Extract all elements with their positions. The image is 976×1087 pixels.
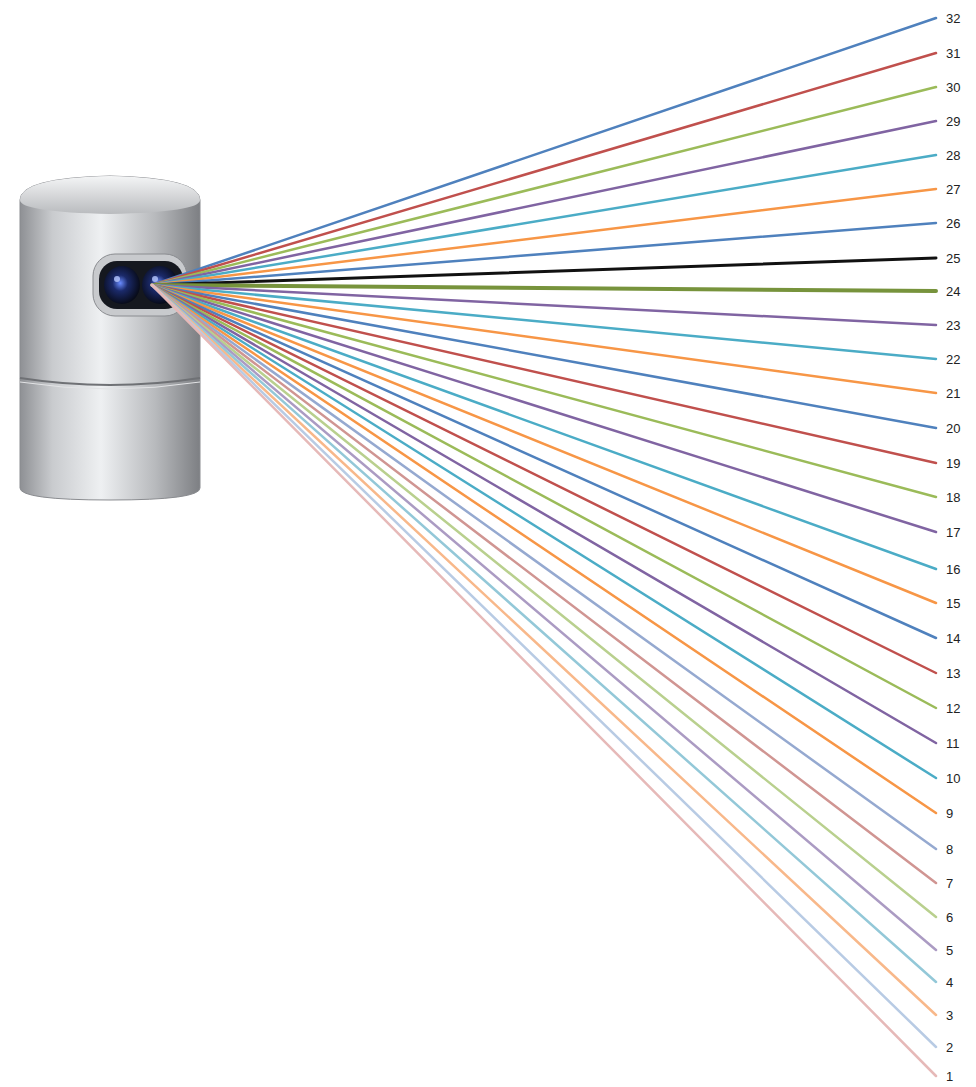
- channel-number: 14: [946, 631, 960, 646]
- laser-beam: [152, 285, 936, 428]
- channel-number: 12: [946, 701, 960, 716]
- channel-number: 11: [946, 736, 960, 751]
- laser-beam: [152, 285, 936, 673]
- laser-beam: [152, 121, 936, 285]
- channel-number: 16: [946, 562, 960, 577]
- channel-number: 23: [946, 318, 960, 333]
- channel-number: 29: [946, 114, 960, 129]
- laser-beams: [152, 18, 936, 1076]
- channel-number: 15: [946, 596, 960, 611]
- channel-number: 13: [946, 666, 960, 681]
- channel-number: 3: [946, 1008, 953, 1023]
- laser-beam: [152, 285, 936, 950]
- laser-beam: [152, 285, 936, 982]
- lidar-device: [20, 176, 200, 500]
- channel-number: 18: [946, 490, 960, 505]
- laser-beam: [152, 285, 936, 849]
- channel-number: 4: [946, 975, 953, 990]
- laser-beam: [152, 223, 936, 285]
- channel-number: 17: [946, 525, 960, 540]
- channel-number: 27: [946, 182, 960, 197]
- channel-number: 28: [946, 148, 960, 163]
- channel-number: 5: [946, 943, 953, 958]
- laser-beam: [152, 285, 936, 743]
- laser-beam: [152, 87, 936, 285]
- channel-number: 31: [946, 46, 960, 61]
- channel-number: 8: [946, 842, 953, 857]
- channel-number: 25: [946, 251, 960, 266]
- laser-beam: [152, 285, 936, 325]
- laser-beam: [152, 18, 936, 285]
- laser-beam: [152, 285, 936, 569]
- laser-beam: [152, 285, 936, 1076]
- channel-number: 32: [946, 11, 960, 26]
- laser-beam: [152, 285, 936, 532]
- laser-beam: [152, 155, 936, 285]
- laser-beam: [152, 258, 936, 285]
- laser-beam: [152, 285, 936, 883]
- laser-beam: [152, 285, 936, 1015]
- channel-number: 30: [946, 80, 960, 95]
- laser-beam: [152, 285, 936, 603]
- channel-number: 10: [946, 771, 960, 786]
- channel-number: 1: [946, 1069, 953, 1084]
- laser-beam: [152, 285, 936, 917]
- laser-beam: [152, 285, 936, 778]
- laser-beam: [152, 53, 936, 285]
- laser-beam: [152, 285, 936, 708]
- channel-number: 6: [946, 910, 953, 925]
- channel-number: 20: [946, 421, 960, 436]
- channel-number: 21: [946, 386, 960, 401]
- channel-number: 19: [946, 456, 960, 471]
- channel-number: 7: [946, 876, 953, 891]
- channel-number: 26: [946, 216, 960, 231]
- channel-number: 22: [946, 352, 960, 367]
- laser-beam: [152, 189, 936, 285]
- channel-number: 2: [946, 1040, 953, 1055]
- channel-number: 9: [946, 806, 953, 821]
- channel-number: 24: [946, 284, 960, 299]
- laser-beam: [152, 285, 936, 1047]
- laser-beam: [152, 285, 936, 813]
